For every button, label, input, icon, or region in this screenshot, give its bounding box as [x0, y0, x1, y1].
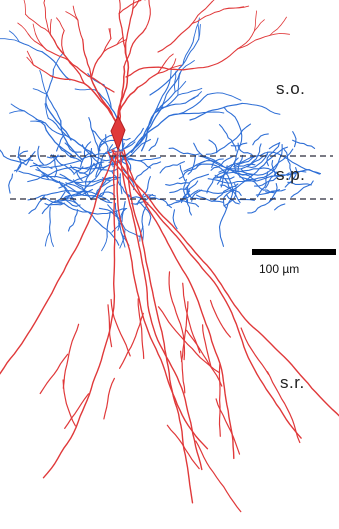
pyramidal-apical-dendrite	[63, 380, 75, 426]
interneuron-dendrite	[50, 207, 51, 232]
interneuron-axon-segment	[275, 204, 285, 210]
interneuron-axon-segment	[135, 162, 160, 180]
interneuron-dendrite	[175, 81, 186, 92]
interneuron-axon-segment	[206, 124, 250, 154]
pyramidal-basal-dendrite	[117, 37, 123, 45]
interneuron-axon-segment	[293, 132, 296, 147]
pyramidal-apical-dendrite	[108, 152, 301, 438]
interneuron-axon-segment	[179, 161, 204, 178]
interneuron-axon-segment	[188, 156, 195, 174]
pyramidal-basal-dendrite	[270, 17, 287, 35]
pyramidal-basal-dendrite	[91, 52, 104, 79]
pyramidal-apical-dendrite	[104, 378, 115, 419]
pyramidal-basal-dendrite	[118, 88, 138, 126]
interneuron-dendrite	[50, 232, 54, 247]
layer-label-stratum-oriens: s.o.	[276, 79, 305, 99]
scale-bar-label: 100 µm	[259, 262, 299, 276]
pyramidal-basal-dendrite	[193, 49, 237, 69]
pyramidal-basal-dendrite	[33, 65, 50, 76]
interneuron-dendrite	[46, 69, 54, 103]
interneuron-axon-segment	[253, 134, 268, 145]
pyramidal-basal-dendrite	[138, 73, 158, 87]
interneuron-axon-segment	[169, 148, 199, 155]
pyramidal-basal-dendrite	[133, 0, 145, 9]
interneuron-axon-segment	[69, 210, 78, 231]
interneuron-axon-segment	[120, 174, 122, 194]
pyramidal-basal-dendrite	[212, 0, 223, 1]
interneuron-dendrite	[45, 232, 50, 246]
pyramidal-apical-dendrite	[169, 272, 184, 360]
pyramidal-basal-dendrite	[50, 76, 84, 84]
interneuron-dendrite	[45, 125, 74, 158]
pyramidal-basal-dendrite	[62, 31, 65, 55]
pyramidal-basal-dendrite	[118, 58, 128, 126]
pyramidal-apical-dendrite	[124, 150, 193, 503]
pyramidal-basal-dendrite	[44, 3, 49, 32]
pyramidal-basal-dendrite	[24, 0, 26, 14]
pyramidal-apical-dendrite	[211, 300, 231, 337]
layer-label-stratum-radiatum: s.r.	[280, 373, 305, 393]
pyramidal-basal-dendrite	[35, 34, 46, 50]
scale-bar	[252, 249, 336, 255]
interneuron-dendrite	[0, 39, 19, 42]
layer-label-stratum-pyramidale: s.p.	[276, 165, 305, 185]
pyramidal-apical-dendrite	[219, 364, 220, 436]
interneuron-axon-segment	[209, 140, 217, 153]
interneuron-dendrite	[183, 39, 199, 64]
interneuron-axon-segment	[0, 149, 26, 164]
pyramidal-basal-dendrite	[192, 1, 212, 23]
pyramidal-apical-dendrite	[120, 313, 144, 368]
interneuron-dendrite	[107, 212, 110, 237]
pyramidal-neuron-arbor	[0, 0, 339, 512]
pyramidal-basal-dendrite	[57, 18, 65, 31]
pyramidal-basal-dendrite	[254, 11, 256, 31]
pyramidal-basal-dendrite	[254, 20, 264, 31]
interneuron-axon-segment	[173, 210, 177, 229]
pyramidal-basal-dendrite	[50, 19, 51, 34]
interneuron-dendrite	[11, 104, 24, 111]
interneuron-dendrite	[170, 68, 172, 83]
interneuron-dendrite	[183, 37, 194, 65]
pyramidal-basal-dendrite	[140, 0, 156, 1]
pyramidal-basal-dendrite	[126, 9, 133, 58]
pyramidal-apical-dendrite	[65, 394, 89, 429]
interneuron-dendrite	[154, 92, 175, 113]
pyramidal-basal-dendrite	[27, 51, 33, 65]
pyramidal-basal-dendrite	[119, 0, 120, 14]
pyramidal-basal-dendrite	[18, 23, 28, 34]
interneuron-dendrite	[208, 93, 242, 101]
interneuron-axon-segment	[9, 174, 13, 193]
interneuron-dendrite	[180, 61, 195, 74]
pyramidal-basal-dendrite	[44, 0, 48, 3]
interneuron-arbor	[0, 18, 321, 251]
interneuron-dendrite	[242, 103, 280, 114]
pyramidal-basal-dendrite	[238, 35, 270, 48]
pyramidal-basal-dendrite	[33, 24, 35, 34]
interneuron-dendrite	[40, 71, 47, 95]
pyramidal-basal-dendrite	[146, 0, 151, 28]
pyramidal-basal-dendrite	[140, 0, 152, 1]
pyramidal-basal-dendrite	[224, 6, 249, 9]
interneuron-dendrite	[178, 88, 202, 95]
interneuron-dendrite	[102, 237, 108, 251]
interneuron-axon-segment	[220, 125, 237, 151]
pyramidal-basal-dendrite	[270, 34, 290, 36]
pyramidal-basal-dendrite	[166, 54, 173, 61]
pyramidal-basal-dendrite	[158, 23, 192, 52]
interneuron-axon-segment	[80, 149, 92, 174]
interneuron-dendrite	[24, 111, 44, 125]
interneuron-dendrite	[198, 24, 199, 39]
pyramidal-basal-dendrite	[78, 20, 83, 39]
interneuron-dendrite	[10, 111, 25, 113]
